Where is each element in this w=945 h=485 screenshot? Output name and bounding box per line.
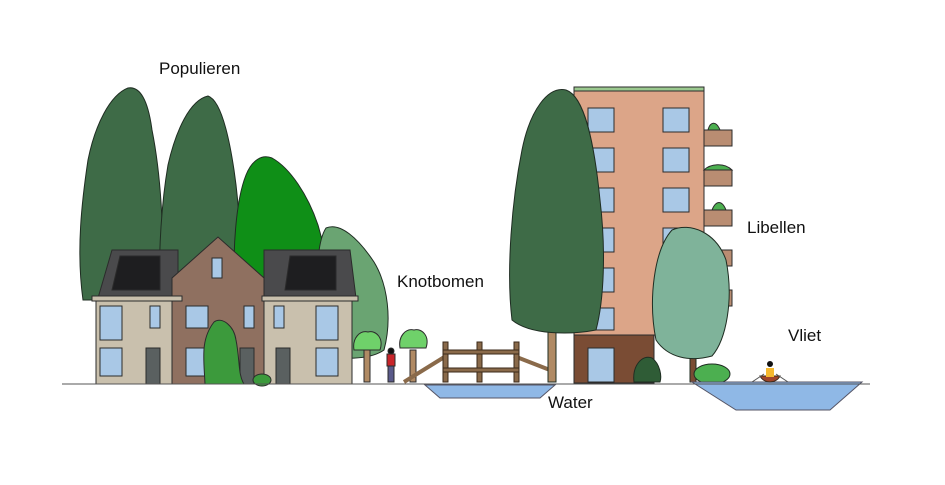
willow-trunk (409, 349, 417, 383)
window (243, 305, 255, 329)
balcony-plants (702, 122, 734, 211)
window (273, 305, 285, 329)
rower-head (767, 361, 773, 367)
shrub (252, 373, 272, 387)
sage-tree (652, 226, 730, 360)
label-stream: Vliet (788, 326, 822, 345)
water-channel (423, 384, 557, 399)
door (145, 347, 161, 385)
shrub (693, 363, 731, 385)
dark-shrub (633, 356, 662, 383)
eave-left (91, 295, 183, 302)
window (211, 257, 223, 279)
eave-right (261, 295, 359, 302)
window (99, 347, 123, 377)
person-head (387, 347, 395, 355)
door (275, 347, 291, 385)
poplar-tree-1 (79, 87, 164, 301)
solar-panel-right (284, 255, 337, 291)
person-torso (386, 353, 396, 367)
stream (690, 361, 864, 411)
window (315, 305, 339, 341)
person-legs (387, 365, 395, 383)
pollard-willows (353, 329, 428, 383)
window (149, 305, 161, 329)
willow-trunk (363, 349, 371, 383)
climbing-plant (203, 319, 245, 385)
poplar-tree-3 (509, 89, 604, 334)
rower-body (766, 368, 774, 377)
label-dragonflies: Libellen (747, 218, 806, 237)
window (185, 305, 209, 329)
label-pollard-willows: Knotbomen (397, 272, 484, 291)
rowing-boat (759, 375, 781, 383)
tower-green-roof (573, 86, 705, 92)
label-water: Water (548, 393, 593, 412)
solar-panel-left (111, 255, 161, 291)
bridge (402, 341, 557, 399)
label-poplars: Populieren (159, 59, 241, 78)
stream-water (690, 381, 864, 411)
window (315, 347, 339, 377)
willow-crown (353, 331, 382, 351)
tower-trees (509, 89, 731, 385)
row-houses (91, 236, 359, 387)
window (99, 305, 123, 341)
willow-crown (399, 329, 428, 349)
